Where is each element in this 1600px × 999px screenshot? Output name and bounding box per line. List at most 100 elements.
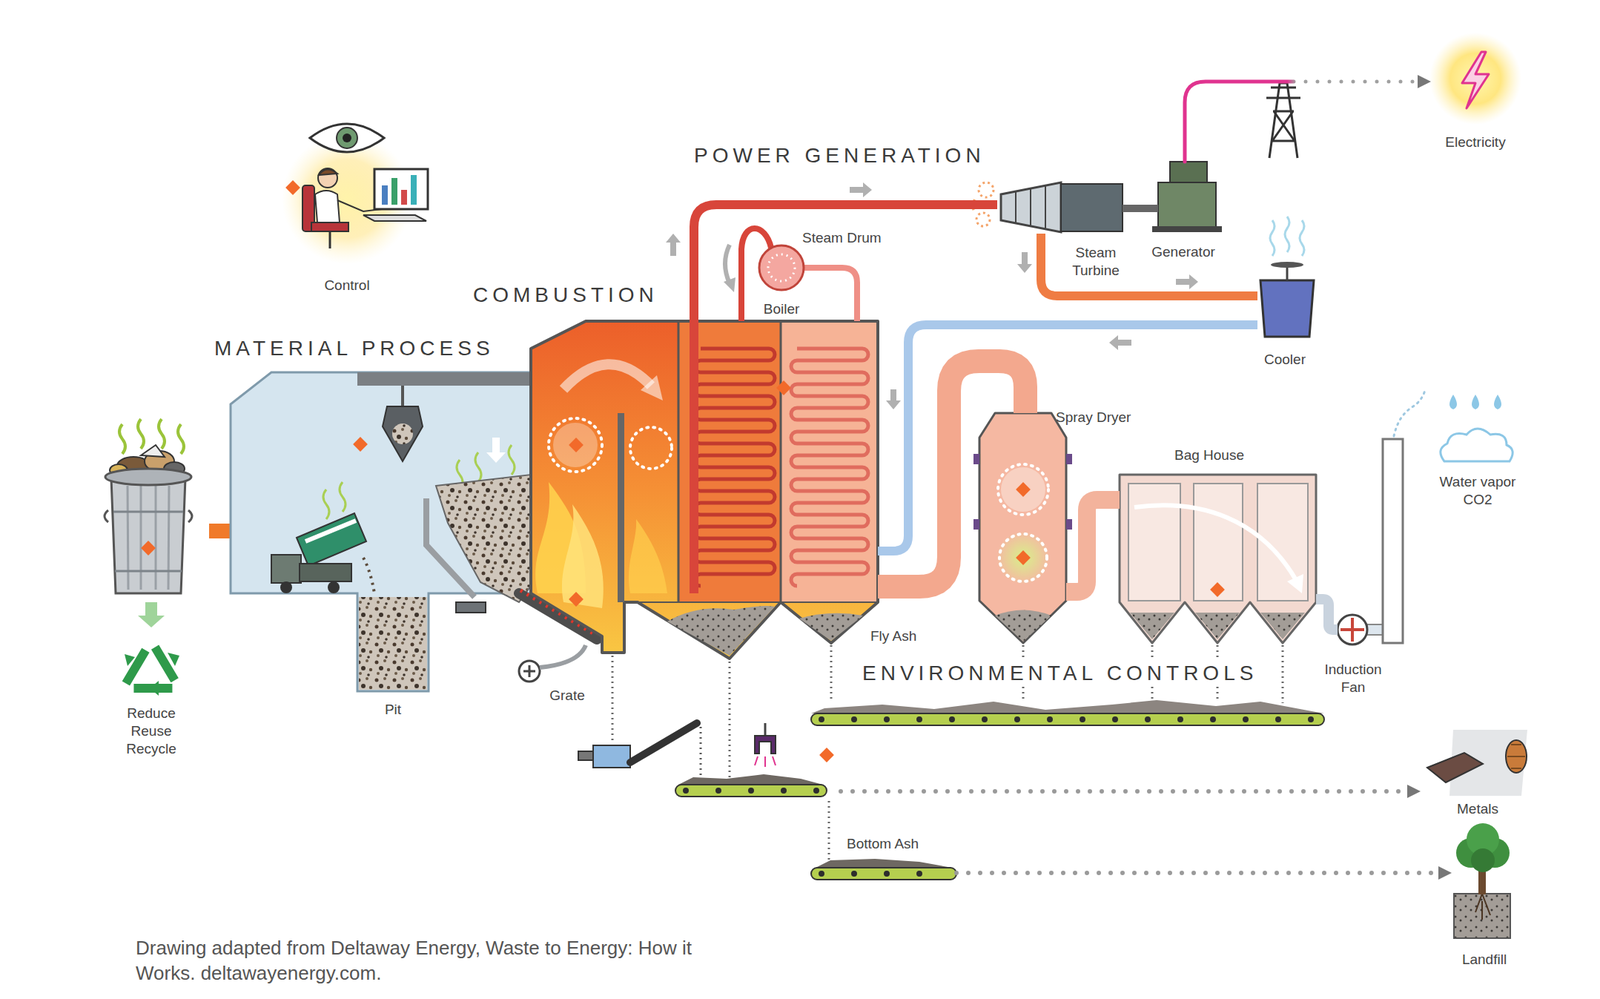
environmental-equipment (1066, 453, 1073, 465)
control-figure (309, 123, 385, 152)
material-building (382, 406, 423, 462)
ash-handling (578, 751, 594, 760)
environmental-equipment (1440, 428, 1513, 462)
part-label: Metals (1456, 800, 1499, 818)
material-building (401, 385, 405, 407)
material-building (230, 372, 531, 692)
material-building (455, 602, 486, 613)
figure-caption: Drawing adapted from Deltaway Energy, Wa… (135, 935, 700, 987)
power-equipment (1266, 87, 1301, 141)
environmental-equipment (1210, 582, 1225, 597)
power-equipment (1299, 220, 1305, 256)
environmental-equipment (1193, 483, 1243, 601)
power-equipment (1044, 186, 1047, 230)
environmental-equipment (994, 610, 1052, 643)
furnace (530, 321, 878, 659)
section-heading: ENVIRONMENTAL CONTROLS (859, 659, 1261, 686)
recycle-symbol (123, 602, 180, 696)
power-equipment (849, 182, 872, 198)
equipment-node: COMBUSTION (530, 321, 878, 659)
flue-duct (1066, 499, 1120, 592)
material-building (539, 645, 586, 668)
material-building (475, 452, 482, 482)
furnace (667, 605, 775, 656)
environmental-equipment (1449, 394, 1457, 410)
environmental-equipment (1015, 550, 1031, 565)
ash-handling (699, 726, 703, 780)
trash-can (104, 418, 193, 594)
environmental-equipment (1281, 645, 1285, 703)
environmental-equipment (1015, 481, 1031, 497)
equipment-label: Induction Fan (1316, 660, 1391, 697)
furnace (617, 412, 625, 603)
trash-can (113, 510, 184, 514)
power-equipment (1462, 51, 1489, 109)
ash-route-arrow (956, 870, 1452, 875)
steam-drum (759, 245, 804, 290)
ash-handling (1453, 893, 1511, 938)
material-building (305, 520, 356, 542)
trash-can (104, 510, 109, 522)
environmental-equipment (830, 645, 833, 701)
power-equipment (1270, 261, 1304, 268)
equipment-label: Electricity (1445, 133, 1506, 152)
power-equipment (1000, 182, 1061, 233)
control-figure (401, 189, 408, 205)
environmental-equipment (821, 716, 1317, 723)
furnace (779, 321, 783, 603)
control-figure (329, 231, 332, 249)
part-label: Pit (384, 700, 402, 719)
trash-can (140, 444, 165, 457)
material-building (357, 372, 531, 386)
power-line (1184, 81, 1431, 162)
equipment-label: Spray Dryer (1055, 408, 1131, 427)
equipment-label: Bag House (1174, 446, 1245, 465)
part-label: Control (324, 276, 370, 295)
material-building (426, 498, 475, 597)
furnace (776, 380, 792, 396)
equipment-label: Steam Drum (802, 229, 882, 247)
material-building (358, 596, 428, 690)
furnace (568, 437, 584, 453)
material-building (323, 489, 330, 519)
ash-handling (593, 745, 631, 768)
control-figure (281, 123, 428, 264)
part-label: Water vapor CO2 (1433, 473, 1523, 509)
power-equipment (1017, 252, 1033, 273)
environmental-equipment (1119, 474, 1317, 643)
furnace (689, 321, 699, 594)
trash-can (154, 485, 158, 590)
material-building (352, 436, 368, 452)
control-figure (363, 215, 427, 221)
environmental-equipment (811, 713, 1325, 726)
ash-handling (1511, 767, 1522, 769)
material-building (299, 563, 352, 582)
environmental-equipment (1260, 612, 1305, 640)
equipment-node: Bag House (1119, 474, 1317, 643)
environmental-equipment (997, 464, 1049, 515)
furnace (553, 422, 598, 468)
furnace (677, 321, 680, 603)
furnace (563, 364, 651, 390)
furnace (637, 601, 878, 603)
equipment-label: Boiler (763, 300, 800, 319)
equipment-label: COMBUSTION (473, 281, 659, 308)
ash-handling (1407, 784, 1421, 798)
material-building (280, 581, 293, 594)
ash-handling (678, 774, 823, 785)
ash-handling (1505, 739, 1527, 773)
power-equipment (1260, 280, 1314, 337)
equipment-node: Generator (1158, 161, 1216, 230)
furnace (548, 418, 603, 472)
power-equipment (1158, 182, 1216, 229)
trash-can (111, 478, 186, 594)
material-building (392, 423, 413, 445)
environmental-equipment (1195, 612, 1240, 640)
environmental-equipment (811, 389, 1513, 726)
environmental-equipment (1128, 483, 1181, 601)
environmental-equipment (1471, 394, 1480, 410)
steam-drum (768, 254, 795, 282)
ash-handling (764, 722, 767, 736)
control-figure (391, 177, 398, 205)
power-equipment (976, 212, 990, 227)
